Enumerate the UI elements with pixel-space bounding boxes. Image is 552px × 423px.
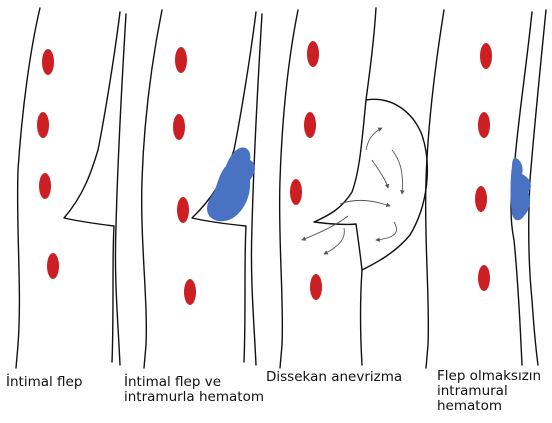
red-blood-cell: [304, 112, 316, 138]
red-blood-cells: [173, 47, 196, 305]
red-blood-cell: [42, 49, 54, 75]
caption-line: İntimal flep: [6, 375, 82, 390]
flow-arrow: [366, 128, 382, 150]
caption-line: hematom: [437, 399, 541, 414]
red-blood-cells: [475, 43, 492, 291]
caption-line: İntimal flep ve: [124, 375, 264, 390]
red-blood-cells: [290, 41, 322, 300]
red-blood-cells: [37, 49, 59, 279]
red-blood-cell: [39, 173, 51, 199]
intramural-hematoma: [511, 158, 531, 220]
vessel-left-wall: [16, 8, 40, 368]
panel-intimal-flap: [16, 8, 126, 368]
flow-arrow: [340, 200, 390, 206]
flow-arrow: [302, 216, 348, 240]
red-blood-cell: [310, 274, 322, 300]
caption-line: intramurla hematom: [124, 390, 264, 405]
panel-intramural-hematoma-no-flap: [426, 10, 546, 368]
red-blood-cell: [480, 43, 492, 69]
red-blood-cell: [478, 265, 490, 291]
red-blood-cell: [478, 112, 490, 138]
caption-intimal-flap-and-hematoma: İntimal flep ve intramurla hematom: [124, 375, 264, 405]
intimal-flap-inner-wall: [314, 100, 366, 270]
vessel-right-wall-with-flap: [64, 12, 120, 362]
vessel-outer-wall: [529, 10, 546, 365]
vessel-outer-wall: [115, 14, 126, 365]
red-blood-cell: [307, 41, 319, 67]
red-blood-cell: [177, 197, 189, 223]
caption-intimal-flap: İntimal flep: [6, 375, 82, 390]
vessel-outer-wall: [251, 14, 262, 365]
vessel-left-wall: [426, 10, 444, 368]
flow-arrow: [376, 222, 397, 240]
intramural-hematoma: [207, 147, 255, 221]
red-blood-cell: [475, 186, 487, 212]
flow-arrow: [324, 228, 344, 254]
caption-line: intramural: [437, 384, 541, 399]
panel-dissecting-aneurysm: [280, 8, 428, 368]
aneurysm-sac-wall: [361, 8, 428, 365]
flow-arrow: [372, 160, 388, 188]
red-blood-cell: [47, 253, 59, 279]
caption-dissecting-aneurysm: Dissekan anevrizma: [266, 370, 402, 385]
red-blood-cell: [37, 112, 49, 138]
red-blood-cell: [184, 279, 196, 305]
flow-arrow: [392, 150, 403, 194]
caption-line: Dissekan anevrizma: [266, 370, 402, 385]
red-blood-cell: [290, 179, 302, 205]
red-blood-cell: [173, 114, 185, 140]
panel-intimal-flap-and-hematoma: [142, 10, 262, 368]
caption-intramural-hematoma-no-flap: Flep olmaksızın intramural hematom: [437, 369, 541, 414]
vessel-left-wall: [142, 10, 162, 368]
red-blood-cell: [175, 47, 187, 73]
caption-line: Flep olmaksızın: [437, 369, 541, 384]
